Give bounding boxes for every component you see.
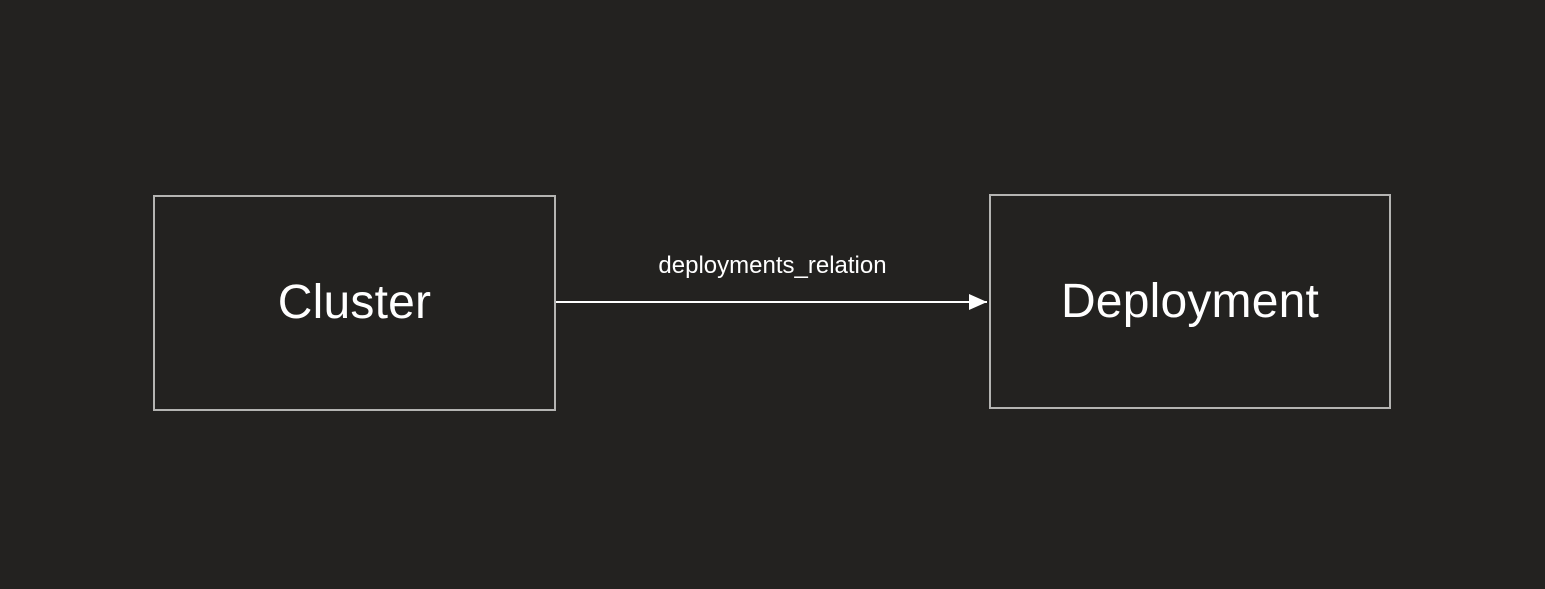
node-deployment-label: Deployment (1060, 274, 1320, 328)
node-cluster-label: Cluster (277, 276, 432, 329)
node-deployment[interactable]: Deployment (989, 194, 1391, 409)
node-cluster[interactable]: Cluster (153, 195, 556, 411)
edge-deployments-relation-label: deployments_relation (658, 252, 887, 279)
